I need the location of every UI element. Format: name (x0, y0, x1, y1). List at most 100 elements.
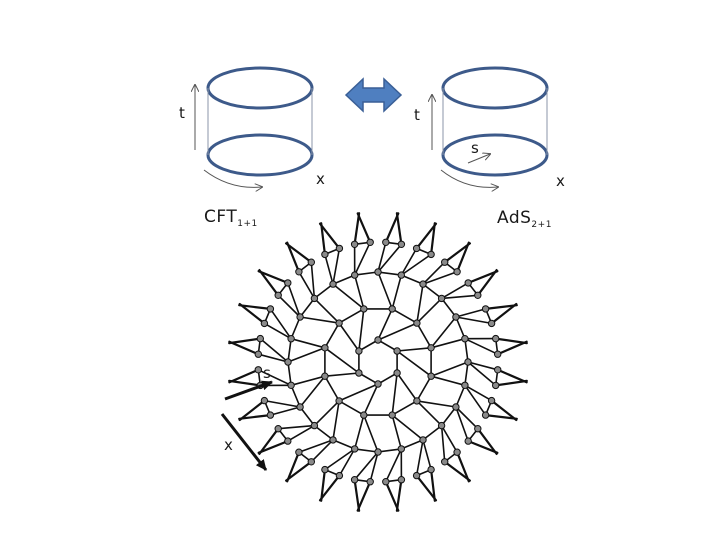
cylinder-bottom-rim (206, 133, 314, 177)
network-bond (443, 242, 471, 264)
network-bond (440, 424, 458, 454)
network-node (382, 478, 390, 486)
network-bond (269, 308, 292, 340)
network-bond (377, 243, 403, 273)
network-bond (290, 316, 301, 340)
network-node (260, 319, 269, 328)
network-node (254, 350, 262, 358)
network-bond (238, 399, 266, 422)
network-node (412, 244, 421, 253)
network-node (487, 319, 496, 328)
network-node (441, 458, 449, 466)
network-bond (496, 340, 528, 356)
network-bond (259, 337, 289, 363)
cylinder-top-rim (441, 66, 549, 110)
network-bond (228, 368, 260, 384)
network-bond (415, 222, 438, 250)
network-node (494, 366, 502, 374)
network-bond (356, 480, 372, 512)
network-bond (490, 399, 518, 422)
network-bond (391, 414, 424, 441)
network-node (437, 294, 446, 303)
network-bond (440, 297, 457, 318)
network-bond (257, 440, 289, 454)
network-node (487, 396, 496, 405)
network-node (360, 411, 368, 419)
network-bond (455, 316, 466, 340)
network-bond (476, 269, 498, 297)
network-bond (395, 212, 403, 246)
network-bond (400, 247, 418, 276)
network-bond (353, 478, 361, 512)
network-bond (384, 480, 400, 512)
network-node (360, 305, 368, 313)
network-bond (467, 361, 497, 387)
network-bond (353, 448, 379, 453)
network-bond (464, 337, 469, 363)
network-bond (286, 241, 300, 273)
network-node (427, 250, 435, 259)
network-bond (299, 297, 316, 318)
network-bond (353, 241, 372, 276)
network-node (437, 421, 446, 430)
network-bond (290, 384, 301, 408)
network-bond (416, 400, 443, 427)
network-bond (353, 414, 365, 450)
network-bond (456, 241, 470, 273)
network-bond (258, 427, 280, 455)
network-node (412, 471, 421, 480)
ads-time-label: t (414, 106, 420, 124)
network-bond (353, 271, 379, 276)
network-node (427, 372, 435, 380)
network-bond (228, 340, 260, 356)
network-bond (400, 439, 424, 450)
network-node (335, 244, 344, 253)
network-node (474, 291, 482, 299)
network-node (427, 465, 435, 474)
network-node (453, 448, 461, 456)
network-bond (338, 400, 365, 416)
network-bond (338, 383, 379, 402)
network-bond (377, 322, 418, 341)
network-radial-arrow (224, 380, 273, 401)
network-node (374, 380, 382, 388)
network-bond (440, 294, 479, 300)
network-bond (318, 474, 341, 502)
network-bond (464, 361, 469, 387)
network-bond (332, 400, 340, 441)
network-node (260, 396, 269, 405)
network-radial-label: s (263, 364, 271, 382)
network-node (307, 258, 315, 266)
network-node (413, 397, 421, 405)
network-node (397, 240, 406, 249)
network-bond (313, 297, 340, 324)
network-bond (422, 261, 446, 285)
network-bond (298, 270, 316, 300)
network-bond (455, 406, 479, 430)
network-bond (430, 361, 469, 378)
network-node (461, 381, 469, 389)
network-node (397, 271, 405, 279)
network-bond (430, 468, 436, 502)
network-bond (257, 270, 289, 284)
network-node (494, 350, 502, 358)
network-bond (313, 424, 334, 441)
network-node (355, 369, 363, 377)
network-bond (455, 308, 487, 318)
network-node (481, 305, 490, 313)
network-node (329, 280, 337, 288)
network-bond (238, 304, 272, 310)
network-bond (277, 294, 301, 318)
network-bond (353, 212, 361, 246)
network-bond (257, 353, 289, 363)
space-axis-arrow (203, 169, 262, 187)
network-bond (324, 346, 360, 374)
tensor-network (228, 212, 528, 512)
ads-radial-label: s (471, 139, 479, 157)
network-bond (362, 383, 379, 416)
network-bond (494, 379, 528, 387)
network-node (374, 336, 382, 344)
network-bond (377, 308, 394, 341)
network-node (452, 403, 460, 411)
